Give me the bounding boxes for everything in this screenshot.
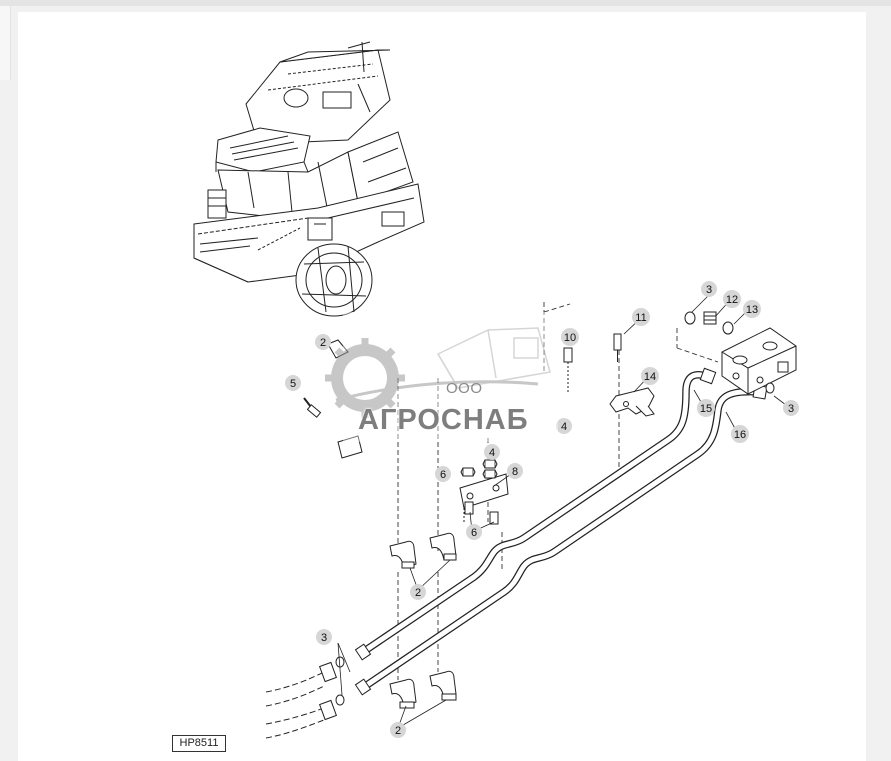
svg-text:13: 13: [746, 304, 758, 316]
callout-3-left: 3: [316, 629, 332, 645]
svg-text:10: 10: [564, 332, 576, 344]
parts-diagram-canvas: 3 12 13 11 10 14 15 16: [18, 12, 866, 761]
svg-text:3: 3: [321, 632, 327, 644]
callout-markers: 3 12 13 11 10 14 15 16: [285, 281, 799, 738]
callout-14: 14: [641, 367, 659, 385]
callout-8: 8: [507, 463, 523, 479]
hydraulic-tube-15: [359, 371, 710, 656]
svg-text:4: 4: [561, 421, 567, 433]
callout-10: 10: [561, 328, 579, 346]
callout-15: 15: [697, 399, 715, 417]
figure-id-label: HP8511: [172, 735, 226, 752]
svg-text:6: 6: [440, 469, 446, 481]
svg-text:16: 16: [734, 429, 746, 441]
svg-text:2: 2: [415, 587, 421, 599]
callout-6-upper: 6: [435, 466, 451, 482]
bracket-14-and-fitting-11: [609, 333, 655, 417]
callout-12: 12: [723, 290, 741, 308]
callout-13: 13: [743, 300, 761, 318]
callout-16: 16: [731, 425, 749, 443]
svg-text:15: 15: [700, 403, 712, 415]
callout-3-top: 3: [701, 281, 717, 297]
svg-text:4: 4: [489, 447, 495, 459]
watermark-company-prefix: ООО: [446, 380, 483, 397]
svg-text:3: 3: [788, 403, 794, 415]
viewer-left-panel-edge: [0, 6, 11, 80]
watermark-logo: [325, 312, 558, 442]
callout-2-middle: 2: [410, 584, 426, 600]
valve-block-assembly: [684, 311, 797, 395]
callout-4-nut: 4: [484, 444, 500, 460]
callout-6-lower: 6: [466, 524, 482, 540]
upper-leaders: [623, 295, 791, 435]
parts-diagram-svg: 3 12 13 11 10 14 15 16: [193, 41, 799, 739]
tube-clamps: [389, 532, 457, 709]
viewer-top-bar: [0, 0, 891, 6]
watermark-brand-name: АГРОСНАБ: [358, 404, 529, 436]
svg-text:5: 5: [290, 378, 296, 390]
svg-text:11: 11: [635, 312, 646, 324]
callout-3-valve: 3: [783, 400, 799, 416]
svg-text:6: 6: [471, 527, 477, 539]
svg-text:14: 14: [644, 371, 656, 383]
callout-2-bottom: 2: [390, 722, 406, 738]
left-hose-fittings: [265, 656, 345, 739]
svg-text:3: 3: [706, 284, 712, 296]
svg-text:2: 2: [395, 725, 401, 737]
svg-text:12: 12: [726, 294, 738, 306]
bracket-plate-assembly: [459, 459, 509, 525]
callout-11: 11: [632, 308, 650, 326]
callout-5: 5: [285, 375, 301, 391]
svg-text:8: 8: [512, 466, 518, 478]
combine-harvester-illustration: [193, 41, 425, 317]
svg-text:2: 2: [320, 337, 326, 349]
callout-2-upper: 2: [315, 334, 331, 350]
callout-4-left: 4: [556, 418, 572, 434]
hydraulic-tube-16: [360, 387, 764, 691]
